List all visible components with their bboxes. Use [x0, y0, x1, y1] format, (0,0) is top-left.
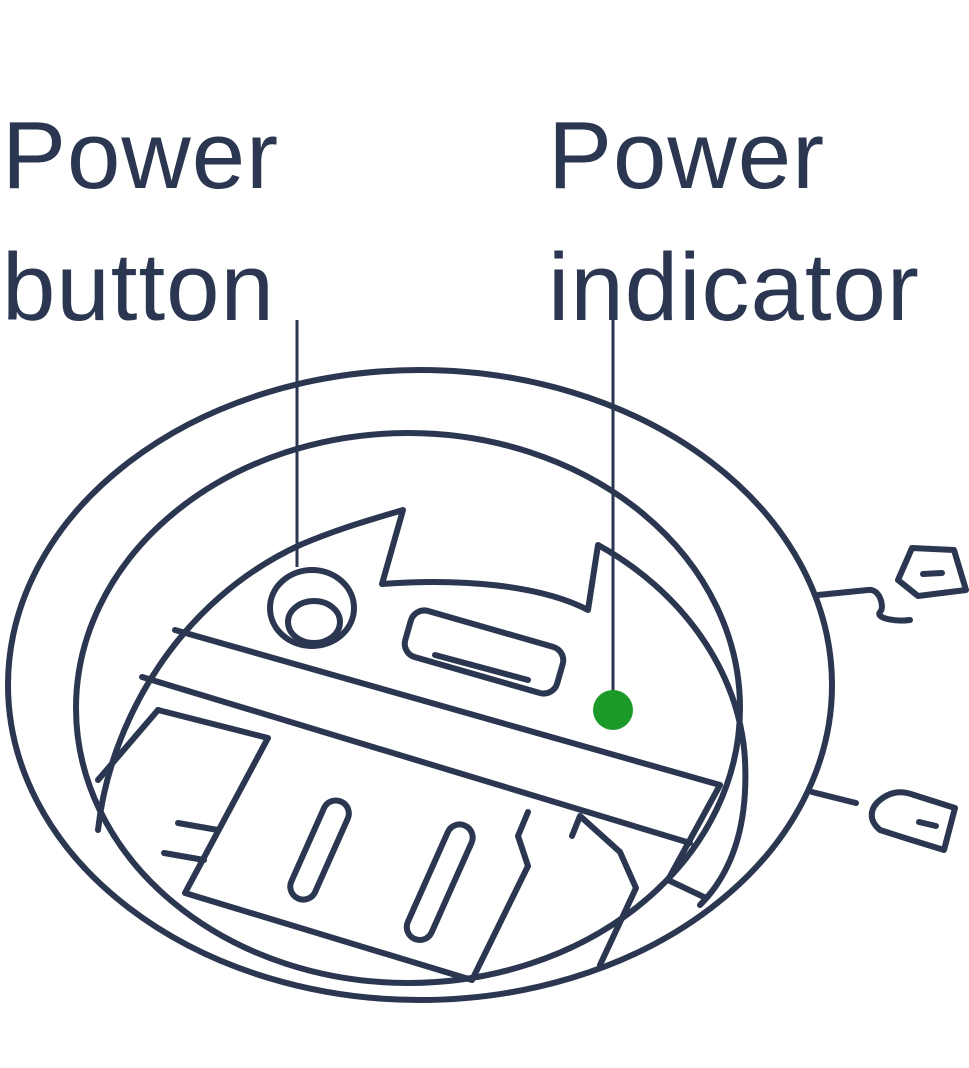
port-slot	[401, 607, 567, 697]
power-button-inner[interactable]	[285, 598, 343, 646]
power-indicator-light	[593, 690, 633, 730]
band-left-side	[95, 707, 161, 783]
outer-rim	[5, 367, 835, 1003]
contact-top	[175, 820, 221, 833]
power-indicator-label-line1: Power	[548, 102, 826, 209]
inner-rim	[73, 430, 743, 986]
port-slot-inner	[432, 652, 531, 683]
clip-upper-tag	[895, 545, 969, 599]
right-bracket	[569, 813, 639, 968]
battery-slot-1	[287, 797, 352, 903]
power-indicator-label: Power indicator	[548, 90, 920, 354]
battery-plate	[155, 707, 531, 983]
clip-upper-tag-mark	[920, 570, 945, 577]
top-panel	[95, 507, 749, 908]
power-button-label-line1: Power	[2, 102, 280, 209]
power-button-outer[interactable]	[267, 567, 357, 649]
power-button-label-line2: button	[2, 234, 275, 341]
device-outline	[5, 367, 969, 1003]
clip-lower-tag	[868, 789, 958, 853]
clip-upper-wire	[815, 586, 913, 624]
power-button-label: Power button	[2, 90, 279, 354]
clip-lower-wire	[809, 789, 859, 806]
power-indicator-label-line2: indicator	[548, 234, 920, 341]
contact-bottom	[161, 850, 207, 863]
battery-slot-2	[403, 821, 476, 943]
band-top-edge	[172, 627, 723, 901]
clip-lower-tag-mark	[916, 819, 939, 829]
band-bottom-edge	[139, 674, 693, 846]
